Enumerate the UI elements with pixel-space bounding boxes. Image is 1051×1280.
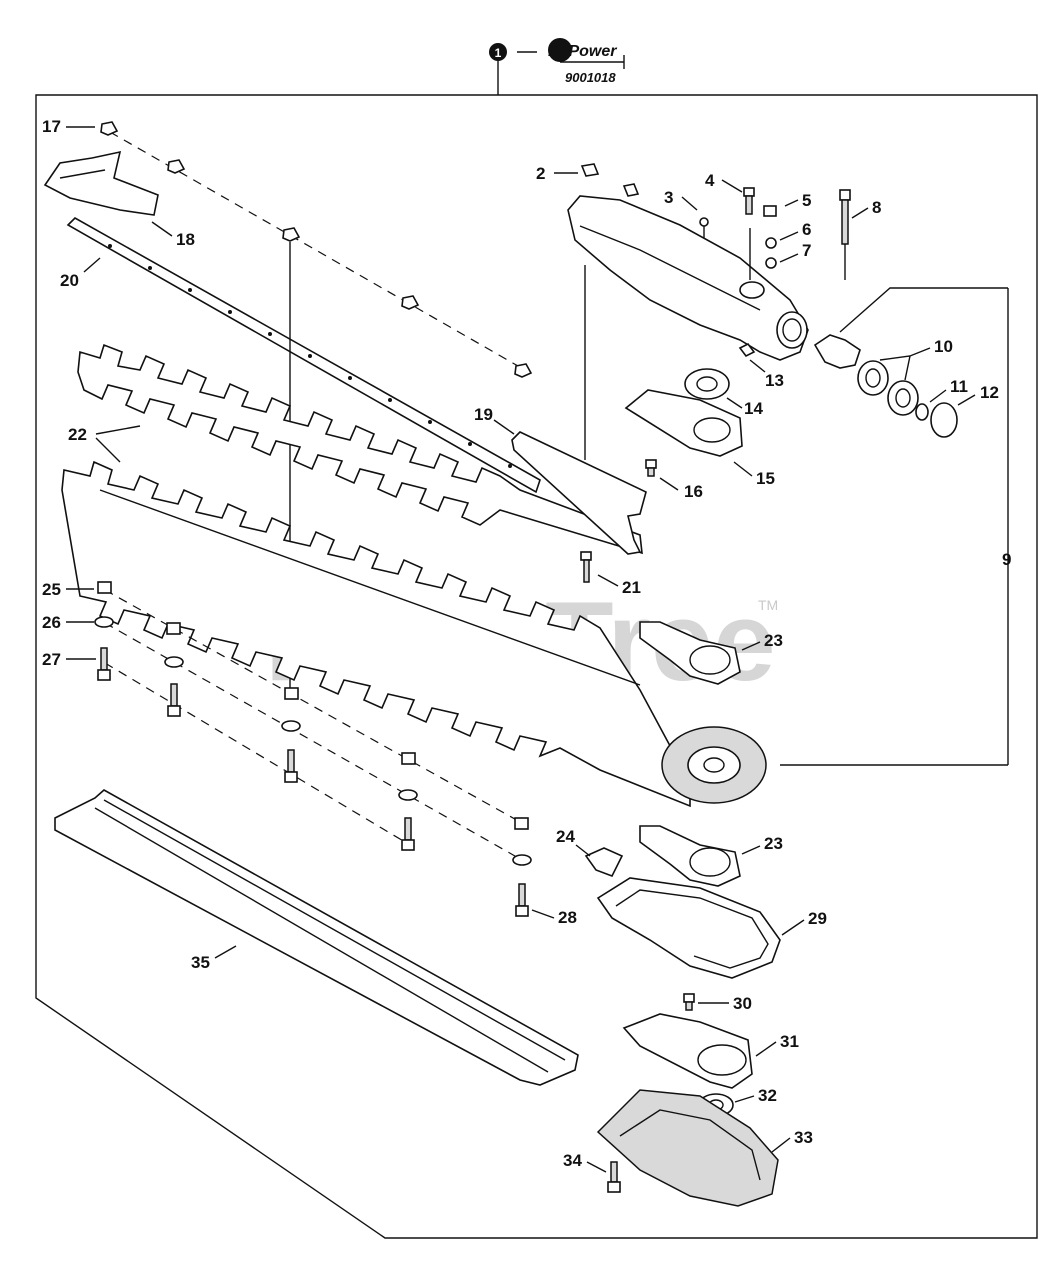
callout-20: 20 (60, 271, 79, 290)
callout-6: 6 (802, 220, 811, 239)
callout-labels: 2 3 4 5 6 7 8 9 10 11 12 13 14 15 16 17 … (42, 117, 1011, 1173)
part-26-washers (94, 616, 532, 866)
callout-35: 35 (191, 953, 210, 972)
part-12-circlip (930, 402, 958, 438)
part-22-upper-blade (77, 343, 643, 555)
repower-brand: RePower (548, 43, 617, 60)
part-14-bearing (684, 368, 730, 400)
part-24-clip (584, 847, 624, 878)
callout-30: 30 (733, 994, 752, 1013)
assembly-outline (35, 94, 1038, 1239)
part-31-plate (622, 1013, 753, 1089)
part-11-ring (915, 403, 929, 421)
callout-24: 24 (556, 827, 575, 846)
part-19-plate (511, 431, 647, 555)
part-34-bolt (607, 1161, 621, 1193)
callout-13: 13 (765, 371, 784, 390)
watermark-tm: TM (758, 597, 778, 613)
callout-5: 5 (802, 191, 811, 210)
callout-27: 27 (42, 650, 61, 669)
callout-17: 17 (42, 117, 61, 136)
part-9-shaft (780, 287, 1009, 766)
callout-22: 22 (68, 425, 87, 444)
kit-callout: 1 RePower 9001018 (489, 38, 625, 95)
callout-31: 31 (780, 1032, 799, 1051)
part-27-bolts (97, 647, 529, 917)
part-23-cam-upper (639, 621, 741, 685)
kit-bullet (489, 43, 507, 61)
callout-4: 4 (705, 171, 715, 190)
callout-8: 8 (872, 198, 881, 217)
callout-21: 21 (622, 578, 641, 597)
callout-26: 26 (42, 613, 61, 632)
part-15-plate (624, 389, 743, 457)
callout-3: 3 (664, 188, 673, 207)
part-gearcase (567, 195, 809, 361)
callout-9: 9 (1002, 550, 1011, 569)
callout-33: 33 (794, 1128, 813, 1147)
part-22-lower-blade (61, 460, 691, 808)
callout-34: 34 (563, 1151, 582, 1170)
callout-29: 29 (808, 909, 827, 928)
callout-15: 15 (756, 469, 775, 488)
part-23-cam-lower (639, 825, 741, 887)
callout-11: 11 (950, 377, 968, 396)
part-20-bar (66, 217, 541, 494)
part-17-nuts (100, 121, 533, 378)
callout-28: 28 (558, 908, 577, 927)
gearcase-small-parts (580, 163, 851, 358)
callout-7: 7 (802, 241, 811, 260)
part-18-tip-guard (43, 150, 159, 216)
kit-part-number: 9001018 (565, 70, 616, 85)
part-33-cover (596, 1089, 779, 1207)
callout-18: 18 (176, 230, 195, 249)
callout-32: 32 (758, 1086, 777, 1105)
part-25-nuts (97, 581, 529, 830)
part-21-bolt (580, 551, 592, 583)
callout-16: 16 (684, 482, 703, 501)
part-10-bearing-b (887, 380, 919, 416)
callout-14: 14 (744, 399, 763, 418)
callout-2: 2 (536, 164, 545, 183)
part-30-screw (683, 993, 695, 1011)
bar-holes (108, 244, 512, 468)
callout-25: 25 (42, 580, 61, 599)
callout-10: 10 (934, 337, 953, 356)
kit-bullet-number: 1 (495, 46, 502, 60)
repower-logo-icon (548, 38, 572, 62)
callout-23a: 23 (764, 631, 783, 650)
callout-19: 19 (474, 405, 493, 424)
callout-12: 12 (980, 383, 999, 402)
part-29-gasket (596, 877, 781, 979)
part-16-screw (645, 459, 657, 477)
callout-23b: 23 (764, 834, 783, 853)
part-10-bearing-a (857, 360, 889, 396)
